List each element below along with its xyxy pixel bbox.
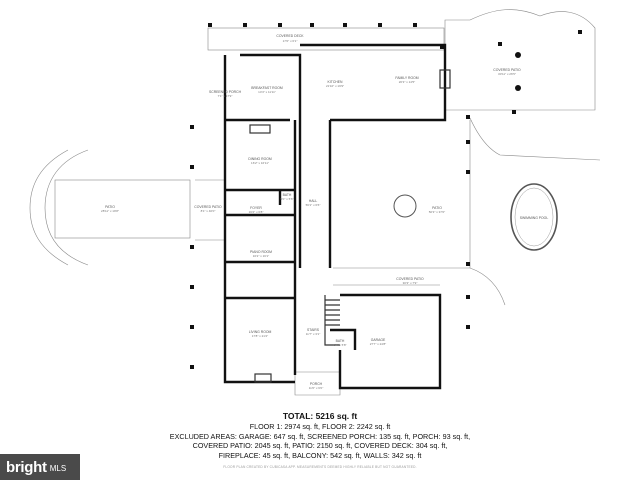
room-dim: 5'0" x 5'6" (280, 197, 293, 201)
room-dim: 30'3" x 7'9" (403, 281, 418, 285)
room-name: COVERED DECK (276, 34, 304, 38)
floor-plan: COVERED DECK 17'0" x 6'1" SCREENED PORCH… (29, 9, 601, 396)
room-name: BREAKFAST ROOM (251, 86, 283, 90)
room-name: DINING ROOM (248, 157, 272, 161)
room-dim: 14'3" x 11'11" (258, 90, 276, 94)
room-name: SWIMMING POOL (520, 216, 549, 220)
disclaimer: FLOOR PLAN CREATED BY CUBICASA APP. MEAS… (223, 465, 417, 469)
logo-brand: bright (6, 458, 47, 476)
room-name: FOYER (250, 206, 262, 210)
room-name: PORCH (310, 382, 323, 386)
room-name: PATIO (105, 205, 115, 209)
room-dim: 11'7" x 3'1" (306, 332, 321, 336)
room-name: COVERED PATIO (396, 277, 424, 281)
room-name: COVERED PATIO (493, 68, 521, 72)
room-dim: 8'1" x 40'0" (201, 209, 216, 213)
room-name: PIANO ROOM (250, 250, 272, 254)
excluded-areas-line-3: FIREPLACE: 45 sq. ft, BALCONY: 542 sq. f… (218, 450, 422, 460)
room-dim: 20'3" x 14'5" (399, 80, 415, 84)
room-dim: 7'1" x 17'9" (218, 94, 233, 98)
room-name: KITCHEN (328, 80, 343, 84)
room-dim: 16'2" x 16'11" (251, 161, 269, 165)
room-name: STAIRS (307, 328, 320, 332)
room-dim: 16'2" x 16'1" (253, 254, 269, 258)
bright-mls-logo: bright MLS (0, 454, 80, 480)
room-dim: 27'7" x 24'8" (370, 342, 386, 346)
room-dim: 50'3" x 37'0" (429, 210, 445, 214)
room-dim: 16'2" x 6'8" (249, 210, 264, 214)
room-dim: 28'11" x 19'8" (101, 209, 119, 213)
room-name: BATH (283, 193, 292, 197)
room-name: SCREENED PORCH (209, 90, 242, 94)
room-dim: 11'6" x 6'0" (309, 386, 324, 390)
total-area: TOTAL: 5216 sq. ft (282, 411, 358, 421)
excluded-areas-line-2: COVERED PATIO: 2045 sq. ft, PATIO: 2150 … (192, 441, 448, 451)
room-name: PATIO (432, 206, 442, 210)
room-labels: COVERED DECK 17'0" x 6'1" SCREENED PORCH… (101, 34, 548, 390)
room-dim: 17'0" x 6'1" (283, 39, 298, 43)
room-dim: 6'4" x 5'8" (333, 343, 346, 347)
room-name: BATH (336, 339, 345, 343)
room-name: COVERED PATIO (194, 205, 222, 209)
room-name: FAMILY ROOM (395, 76, 418, 80)
room-dim: 56'1" x 6'6" (306, 203, 321, 207)
logo-suffix: MLS (49, 464, 67, 473)
room-dim: 30'11" x 26'5" (498, 72, 516, 76)
room-name: LIVING ROOM (249, 330, 272, 334)
floor-areas: FLOOR 1: 2974 sq. ft, FLOOR 2: 2242 sq. … (249, 422, 391, 431)
room-dim: 21'10" x 19'9" (326, 84, 344, 88)
excluded-areas-line-1: EXCLUDED AREAS: GARAGE: 647 sq. ft, SCRE… (169, 431, 471, 441)
room-dim: 17'8" x 21'2" (252, 334, 268, 338)
area-summary: TOTAL: 5216 sq. ft FLOOR 1: 2974 sq. ft,… (140, 411, 500, 460)
room-name: GARAGE (371, 338, 386, 342)
room-name: HALL (309, 199, 318, 203)
